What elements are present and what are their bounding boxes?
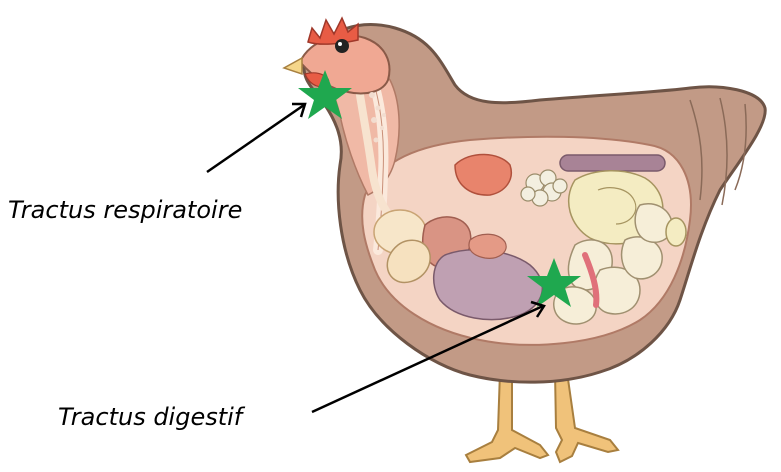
respiratory-label: Tractus respiratoire — [8, 196, 242, 224]
eye — [335, 39, 349, 53]
comb — [308, 18, 358, 44]
kidney — [560, 155, 665, 171]
proventriculus — [469, 234, 506, 258]
beak — [284, 58, 302, 74]
digestive-label: Tractus digestif — [58, 403, 246, 431]
cloaca — [666, 218, 686, 246]
eye-highlight — [338, 42, 342, 46]
legs — [466, 372, 618, 462]
respiratory-arrow-icon — [207, 104, 305, 172]
